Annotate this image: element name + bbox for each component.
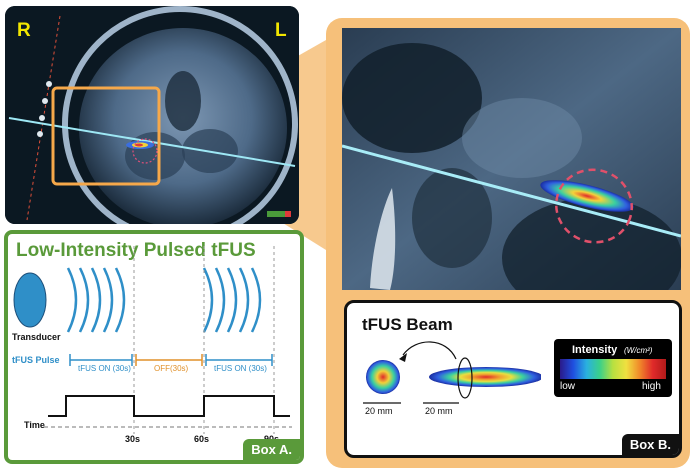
arrow-icon bbox=[402, 341, 457, 360]
box-b-tag: Box B. bbox=[621, 434, 679, 455]
pulse-row-label: tFUS Pulse bbox=[12, 355, 60, 365]
box-a-tag: Box A. bbox=[243, 439, 300, 460]
time-tick-60s: 60s bbox=[194, 434, 210, 444]
transducer-icon bbox=[13, 272, 47, 328]
box-a-protocol-panel: Low-Intensity Pulsed tFUS bbox=[4, 230, 304, 464]
segment-label-on-1: tFUS ON (30s) bbox=[78, 364, 131, 373]
mri-zoom-panel bbox=[342, 28, 681, 290]
colorbar-low-label: low bbox=[560, 381, 576, 392]
colorbar-high-label: high bbox=[642, 381, 661, 392]
hemisphere-label-l: L bbox=[275, 20, 287, 41]
colorbar-gradient bbox=[560, 359, 666, 379]
colorbar-unit: (W/cm²) bbox=[624, 346, 653, 355]
beam-profiles bbox=[363, 341, 541, 404]
segment-label-off: OFF(30s) bbox=[154, 364, 189, 373]
time-axis-label: Time bbox=[24, 420, 45, 430]
protocol-diagram bbox=[13, 246, 292, 434]
mri-image bbox=[5, 6, 299, 224]
mri-zoom-image bbox=[342, 28, 681, 290]
box-a-title: Low-Intensity Pulsed tFUS bbox=[16, 240, 256, 261]
box-b-title: tFUS Beam bbox=[362, 315, 453, 334]
scale-label-long: 20 mm bbox=[425, 406, 453, 416]
segment-label-on-2: tFUS ON (30s) bbox=[214, 364, 267, 373]
mri-coronal-panel: R L bbox=[5, 6, 299, 224]
time-tick-30s: 30s bbox=[125, 434, 141, 444]
transducer-label: Transducer bbox=[12, 332, 61, 342]
scale-label-round: 20 mm bbox=[365, 406, 393, 416]
hemisphere-label-r: R bbox=[17, 20, 31, 41]
colorbar-title: Intensity bbox=[572, 344, 618, 356]
colorbar: Intensity (W/cm²) low high bbox=[554, 339, 672, 397]
box-b-beam-panel: tFUS Beam 20 mm 20 bbox=[344, 300, 682, 458]
